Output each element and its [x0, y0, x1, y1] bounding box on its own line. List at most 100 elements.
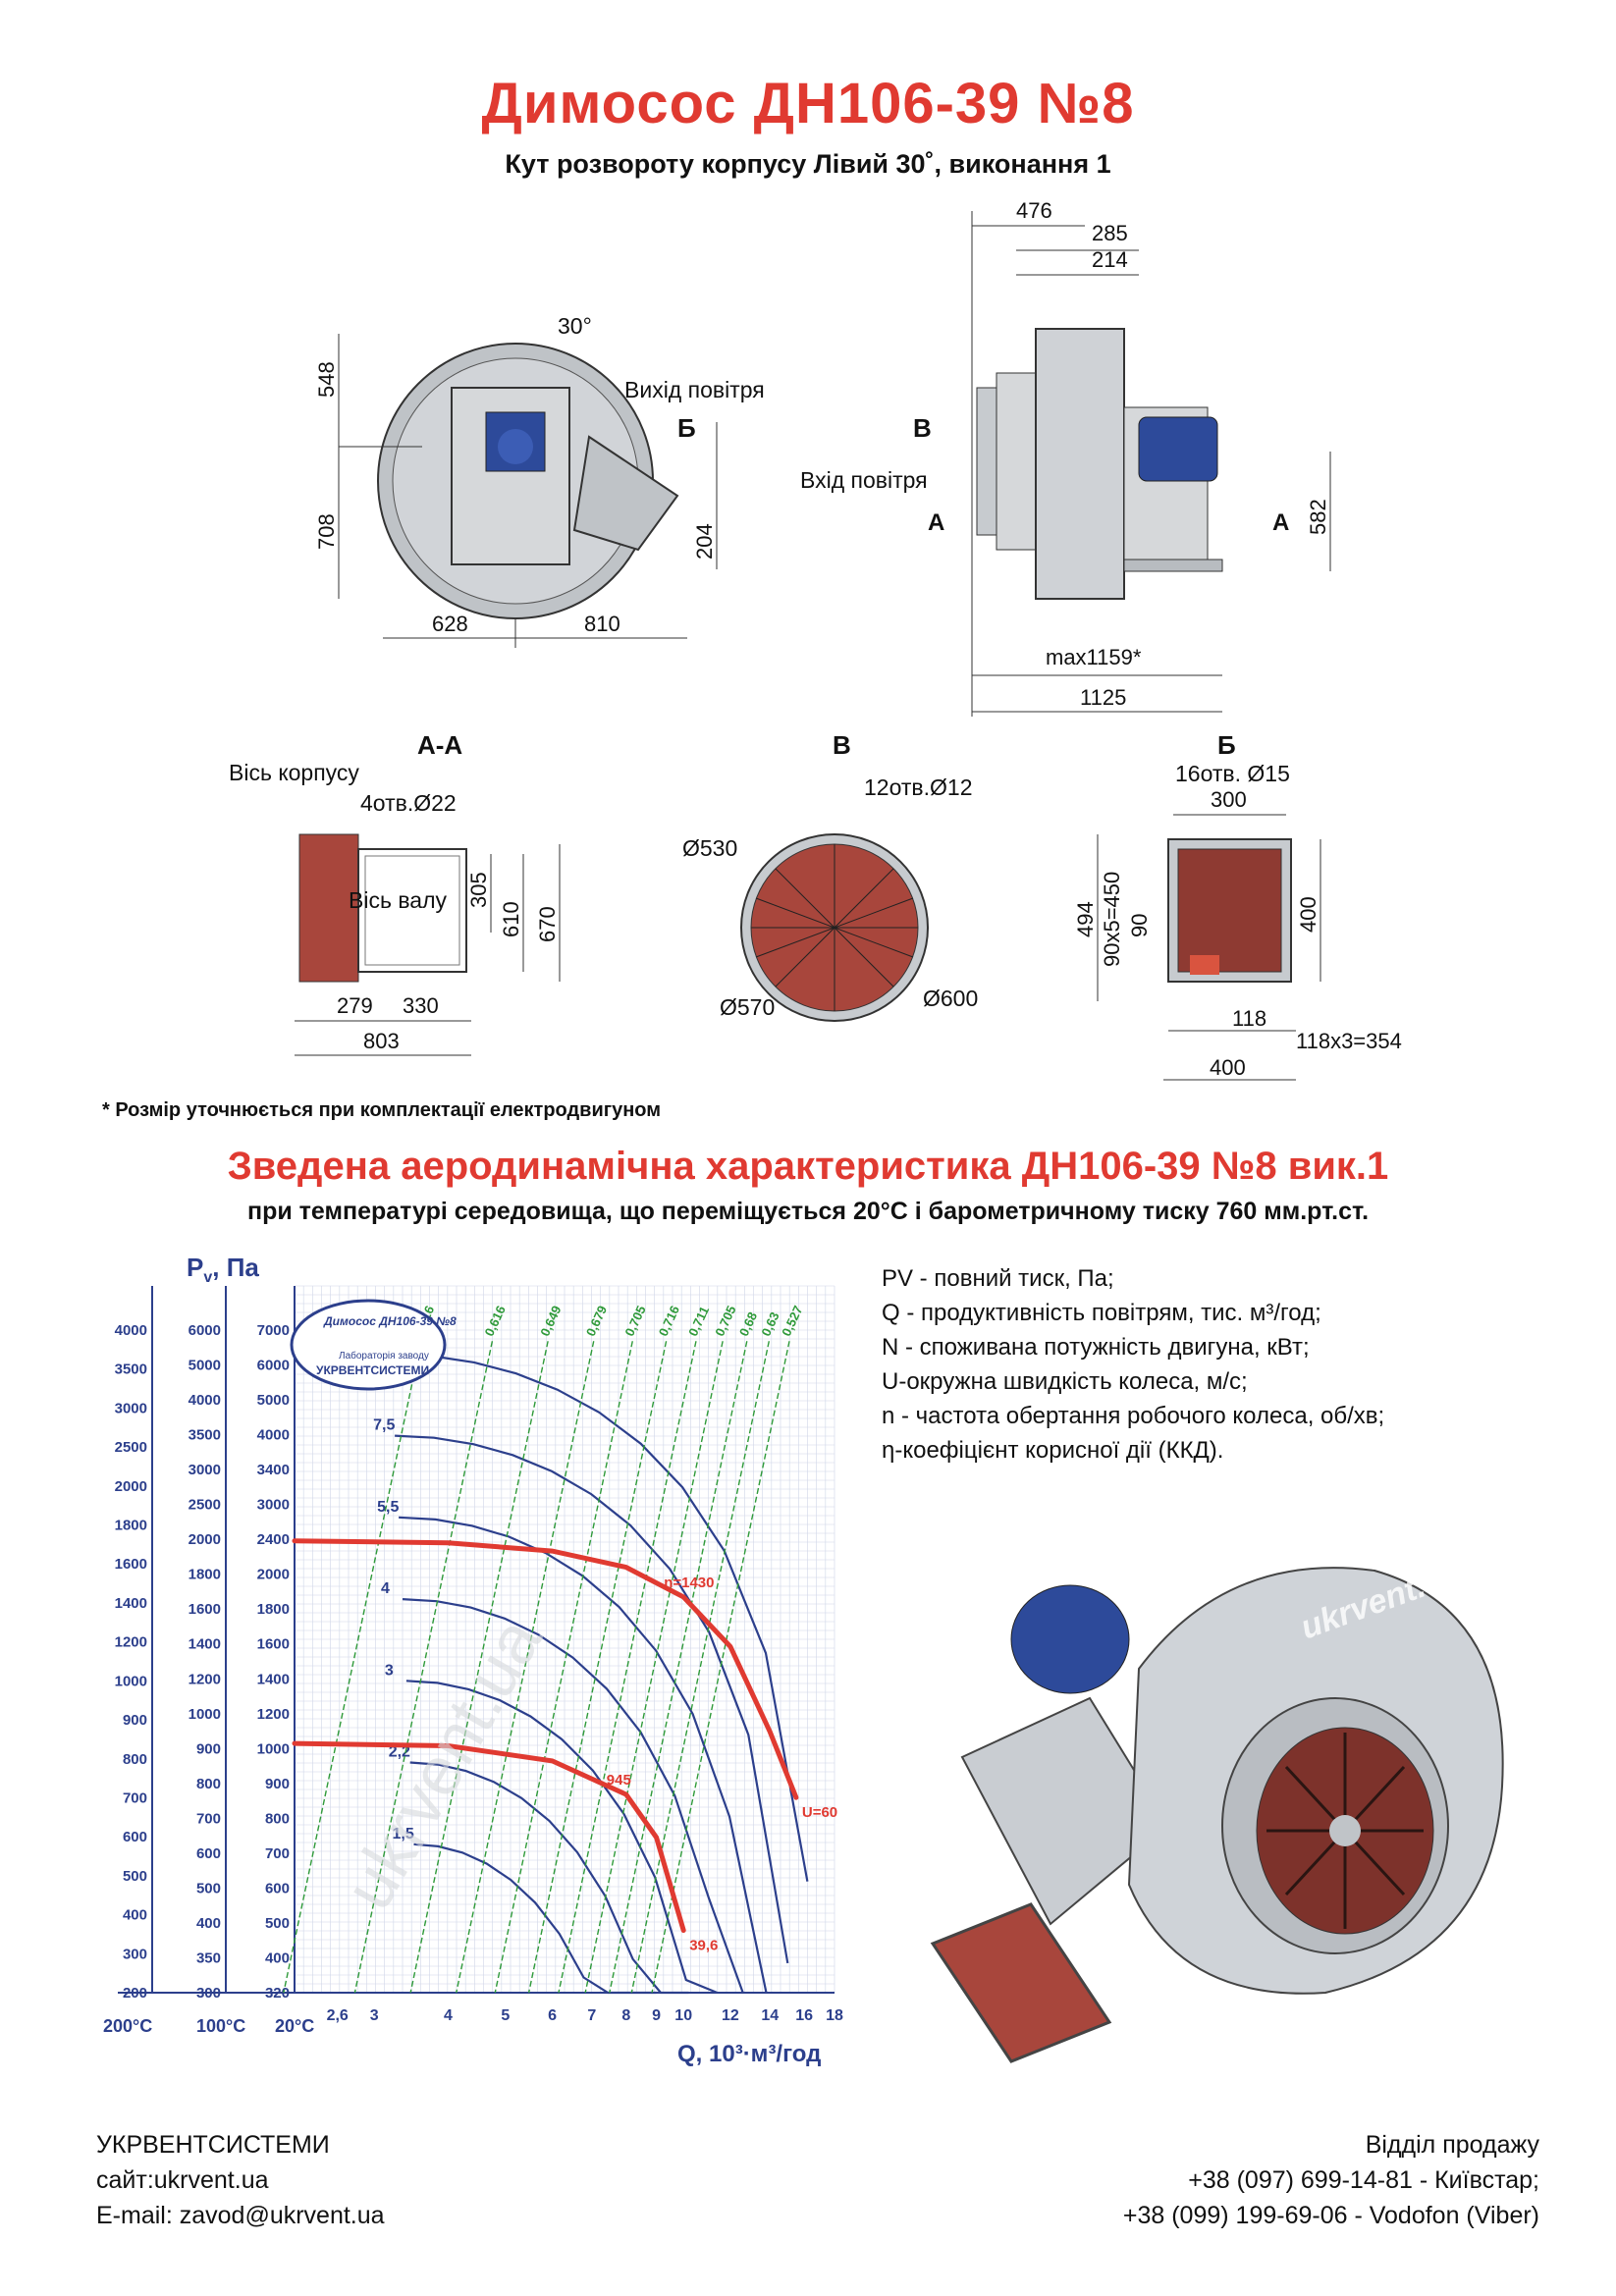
legend-pv: PV - повний тиск, Па; [882, 1265, 1114, 1292]
efficiency-label: 0,705 [712, 1304, 738, 1339]
efficiency-line [584, 1341, 724, 1994]
badge-line-1: Димосос ДН106-39 №8 [323, 1314, 457, 1328]
temp-100c: 100°C [196, 2016, 245, 2036]
y-tick-200c: 500 [123, 1868, 147, 1885]
company-site[interactable]: сайт:ukrvent.ua [96, 2166, 269, 2194]
efficiency-label: 0,716 [656, 1304, 682, 1339]
y-tick-200c: 1800 [115, 1518, 147, 1534]
power-label: 1,5 [393, 1826, 414, 1842]
dim-494: 494 [1073, 901, 1098, 937]
section-aa: А-А Вісь корпусу 4отв.Ø22 Вісь валу 305 … [229, 730, 561, 1056]
efficiency-label: 0,679 [583, 1304, 610, 1339]
x-tick-label: 5 [501, 2007, 510, 2024]
x-tick-label: 6 [548, 2007, 557, 2024]
phone-kyivstar[interactable]: +38 (097) 699-14-81 - Київстар; [1188, 2166, 1539, 2194]
y-tick-20c: 3000 [257, 1497, 290, 1514]
efficiency-label: 0,527 [779, 1304, 805, 1339]
b-holes-label: 16отв. Ø15 [1175, 761, 1290, 786]
power-label: 5,5 [377, 1499, 399, 1516]
y-tick-20c: 400 [265, 1949, 290, 1966]
dim-279: 279 [337, 993, 373, 1018]
u-label: 39,6 [689, 1938, 718, 1954]
operating-curve [292, 1740, 686, 1933]
efficiency-label: 0,649 [537, 1304, 564, 1339]
angle-label: 30° [558, 313, 592, 339]
dim-204: 204 [692, 523, 717, 560]
y-tick-20c: 1400 [257, 1671, 290, 1687]
y-tick-20c: 600 [265, 1880, 290, 1896]
phone-vodafone[interactable]: +38 (099) 199-69-06 - Vodofon (Viber) [1122, 2202, 1539, 2229]
technical-drawings: 548 708 628 810 204 30° Вихід повітря Б … [229, 198, 1402, 1081]
badge-line-2: Лабораторія заводу [339, 1350, 429, 1362]
efficiency-line [558, 1341, 697, 1994]
y-tick-100c: 1200 [189, 1671, 221, 1687]
power-curve [395, 1434, 789, 1964]
chart-watermark: ukrvent.ua [329, 1605, 556, 1921]
y-tick-100c: 300 [196, 1985, 221, 2002]
y-tick-20c: 7000 [257, 1322, 290, 1339]
dim-1125: 1125 [1080, 685, 1126, 710]
y-tick-20c: 1600 [257, 1636, 290, 1653]
dim-90x5: 90x5=450 [1100, 872, 1124, 967]
page-title: Димосос ДН106-39 №8 [481, 72, 1135, 135]
chart-legend: PV - повний тиск, Па; Q - продуктивність… [882, 1261, 1384, 1468]
y-tick-200c: 1000 [115, 1673, 147, 1689]
y-tick-100c: 900 [196, 1740, 221, 1757]
y-tick-200c: 800 [123, 1751, 147, 1768]
y-tick-20c: 700 [265, 1845, 290, 1862]
y-tick-100c: 700 [196, 1810, 221, 1827]
power-label: 3 [385, 1662, 394, 1679]
shaft-axis-label: Вісь валу [349, 887, 447, 913]
y-tick-20c: 900 [265, 1776, 290, 1792]
y-tick-20c: 1200 [257, 1706, 290, 1723]
characteristic-title: Зведена аеродинамічна характеристика ДН1… [227, 1145, 1389, 1188]
y-tick-200c: 400 [123, 1907, 147, 1924]
dim-610: 610 [499, 901, 523, 937]
x-tick-label: 3 [370, 2007, 379, 2024]
efficiency-line [409, 1341, 549, 1994]
y-tick-20c: 2400 [257, 1531, 290, 1548]
y-tick-20c: 3400 [257, 1462, 290, 1478]
x-tick-label: 12 [722, 2007, 739, 2024]
legend-eta: η-коефіцієнт корисної дії (ККД). [882, 1437, 1224, 1464]
y-tick-100c: 5000 [189, 1358, 221, 1374]
y-tick-100c: 350 [196, 1949, 221, 1966]
dim-582: 582 [1306, 499, 1330, 535]
characteristic-subtitle: при температурі середовища, що переміщує… [246, 1198, 1370, 1225]
dia-530: Ø530 [682, 835, 737, 861]
company-email[interactable]: E-mail: zavod@ukrvent.ua [96, 2202, 385, 2229]
mark-v: В [913, 413, 932, 443]
footnote: * Розмір уточнюється при комплектації ел… [102, 1099, 662, 1121]
legend-rpm: n - частота обертання робочого колеса, о… [882, 1403, 1385, 1429]
dim-476: 476 [1016, 198, 1052, 223]
x-tick-label: 16 [795, 2007, 813, 2024]
operating-curve [292, 1538, 799, 1800]
efficiency-line [456, 1341, 595, 1994]
y-tick-200c: 1400 [115, 1595, 147, 1612]
y-tick-100c: 1600 [189, 1601, 221, 1618]
legend-q: Q - продуктивність повітрям, тис. м³/год… [882, 1300, 1321, 1326]
efficiency-line [630, 1341, 770, 1994]
section-v: В 12отв.Ø12 Ø530 Ø570 Ø600 [682, 730, 978, 1022]
dim-803: 803 [363, 1029, 400, 1053]
y-tick-100c: 3000 [189, 1462, 221, 1478]
aa-holes-label: 4отв.Ø22 [360, 790, 457, 816]
y-tick-20c: 800 [265, 1810, 290, 1827]
y-tick-100c: 2500 [189, 1497, 221, 1514]
air-out-label: Вихід повітря [624, 377, 765, 402]
x-tick-label: 10 [674, 2007, 692, 2024]
y-tick-100c: 4000 [189, 1392, 221, 1409]
y-tick-20c: 2000 [257, 1567, 290, 1583]
efficiency-label: 0,63 [758, 1309, 781, 1338]
dim-548: 548 [314, 361, 339, 398]
dim-118: 118 [1232, 1006, 1266, 1031]
efficiency-line [494, 1341, 633, 1994]
temp-20c: 20°C [275, 2016, 314, 2036]
y-tick-20c: 500 [265, 1915, 290, 1932]
dim-214: 214 [1092, 247, 1128, 272]
v-holes-label: 12отв.Ø12 [864, 774, 973, 800]
y-tick-100c: 3500 [189, 1427, 221, 1444]
y-tick-200c: 200 [123, 1985, 147, 2002]
power-curve [405, 1680, 718, 1995]
x-tick-label: 7 [587, 2007, 596, 2024]
